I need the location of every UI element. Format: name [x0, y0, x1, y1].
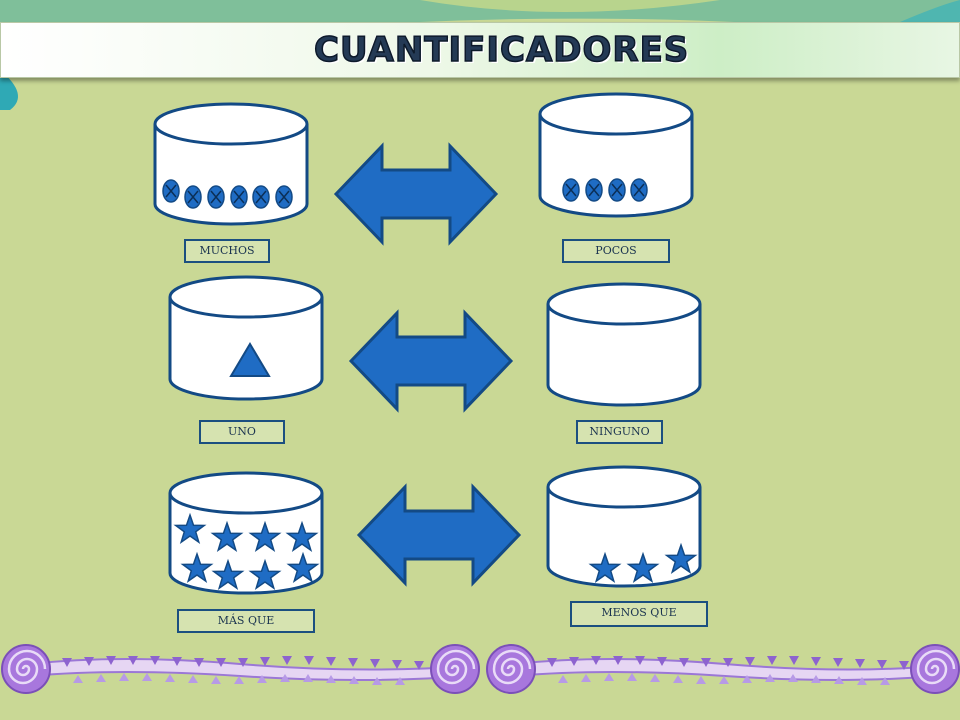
- container-ninguno: [546, 282, 702, 407]
- slide-title: CUANTIFICADORES: [313, 29, 690, 71]
- star-icon: [180, 551, 214, 583]
- spiral-icon: [1, 644, 51, 694]
- star-icon: [210, 520, 244, 552]
- star-icon: [173, 512, 207, 544]
- crossed-circle-icon: [562, 178, 580, 202]
- decorative-border: [1, 644, 960, 694]
- crossed-circle-icon: [630, 178, 648, 202]
- star-icon: [286, 551, 320, 583]
- star-icon: [248, 558, 282, 590]
- top-background-decoration: [0, 0, 960, 110]
- double-arrow-icon: [357, 485, 521, 585]
- label-ninguno: NINGUNO: [576, 420, 663, 444]
- star-icon: [211, 558, 245, 590]
- spiral-icon: [486, 644, 536, 694]
- crossed-circle-icon: [585, 178, 603, 202]
- double-arrow-icon: [349, 311, 513, 411]
- crossed-circle-icon: [252, 185, 270, 209]
- items-mas-que: [173, 512, 320, 590]
- label-menos-que: MENOS QUE: [570, 601, 708, 627]
- star-icon: [285, 520, 319, 552]
- crossed-circle-icon: [275, 185, 293, 209]
- container-uno: [168, 275, 324, 401]
- items-muchos: [162, 179, 293, 209]
- crossed-circle-icon: [162, 179, 180, 203]
- container-pocos: [538, 92, 694, 218]
- spiral-icon: [910, 644, 960, 694]
- triangle-icon: [229, 342, 271, 377]
- star-icon: [588, 551, 622, 583]
- crossed-circle-icon: [207, 185, 225, 209]
- crossed-circle-icon: [230, 185, 248, 209]
- label-pocos: POCOS: [562, 239, 670, 263]
- double-arrow-icon: [334, 144, 498, 244]
- items-pocos: [562, 178, 648, 202]
- title-banner: [0, 22, 960, 78]
- crossed-circle-icon: [184, 185, 202, 209]
- star-icon: [248, 520, 282, 552]
- crossed-circle-icon: [608, 178, 626, 202]
- wave-band-right: [514, 656, 936, 685]
- label-muchos: MUCHOS: [184, 239, 270, 263]
- star-icon: [664, 542, 698, 574]
- container-menos-que: [546, 465, 702, 588]
- star-icon: [626, 551, 660, 583]
- spiral-icon: [430, 644, 480, 694]
- label-uno: UNO: [199, 420, 285, 444]
- wave-band-left: [29, 656, 471, 685]
- items-menos-que: [588, 542, 698, 583]
- label-mas-que: MÁS QUE: [177, 609, 315, 633]
- container-mas-que: [168, 471, 324, 595]
